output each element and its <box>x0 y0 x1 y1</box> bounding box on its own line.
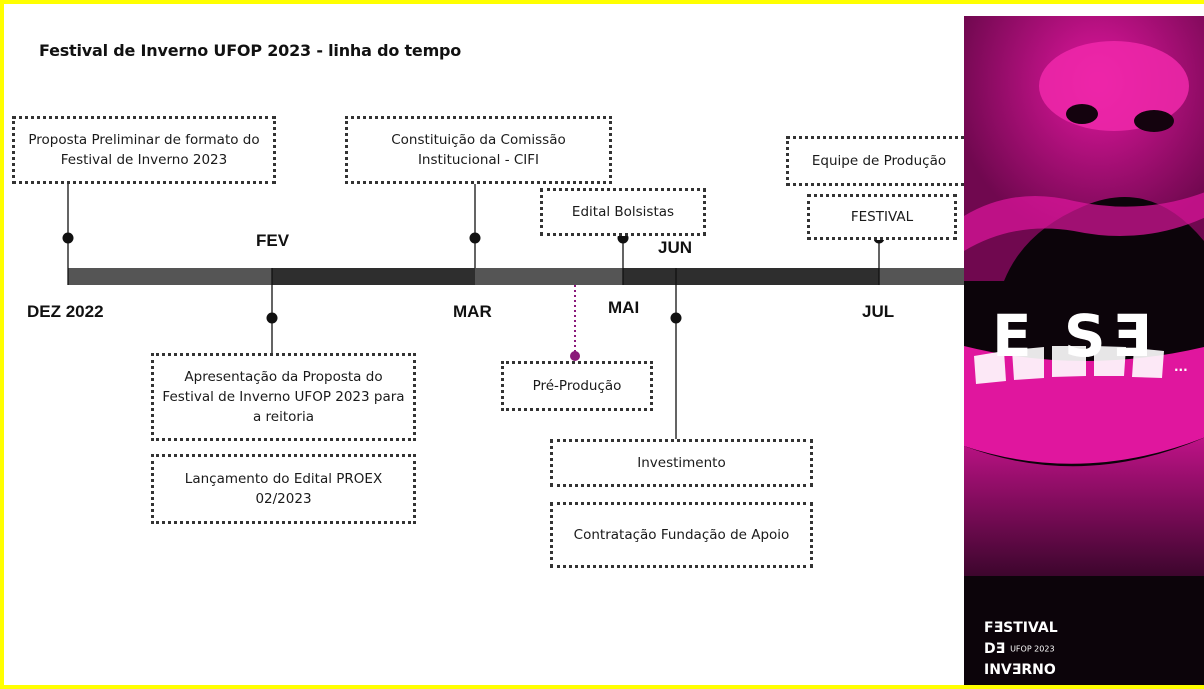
month-label-jul: JUL <box>862 302 895 321</box>
timeline-segment-fev-mar <box>272 268 475 285</box>
month-label-fev: FEV <box>256 231 290 250</box>
event-lancamento-edital: Lançamento do Edital PROEX 02/2023 <box>151 454 416 524</box>
timeline-segment-mai-jun <box>623 268 676 285</box>
poster-brand-line-1: FƎSTIVAL <box>984 620 1058 636</box>
poster-brand-line-3: INVƎRNO <box>984 662 1056 678</box>
marker-investimento <box>670 312 682 324</box>
timeline-segment-mar-mai <box>475 268 623 285</box>
timeline-segment-jun-jul <box>676 268 879 285</box>
month-label-mar: MAR <box>453 302 492 321</box>
festival-poster: E SƎ ... FƎSTIVAL DƎ UFOP 2023 INVƎRNO <box>964 16 1204 685</box>
marker-apresentacao <box>266 312 278 324</box>
event-edital-bolsistas: Edital Bolsistas <box>540 188 706 236</box>
event-contratacao-fundacao: Contratação Fundação de Apoio <box>550 502 813 568</box>
timeline-segment-dez-fev <box>68 268 272 285</box>
event-proposta-preliminar: Proposta Preliminar de formato do Festiv… <box>12 116 276 184</box>
event-pre-producao: Pré-Produção <box>501 361 653 411</box>
marker-proposta <box>62 232 74 244</box>
poster-brand-line-2: DƎ UFOP 2023 <box>984 641 1055 657</box>
slide-title: Festival de Inverno UFOP 2023 - linha do… <box>39 41 462 60</box>
marker-comissao <box>469 232 481 244</box>
month-label-jun: JUN <box>658 238 693 257</box>
poster-brand-ufop: UFOP 2023 <box>1010 644 1055 654</box>
event-apresentacao-proposta: Apresentação da Proposta do Festival de … <box>151 353 416 441</box>
month-label-mai: MAI <box>608 298 640 317</box>
event-equipe-producao: Equipe de Produção <box>786 136 972 186</box>
month-label-dez-2022: DEZ 2022 <box>27 302 104 321</box>
event-festival: FESTIVAL <box>807 194 957 240</box>
poster-brand-de: DƎ <box>984 641 1006 657</box>
event-investimento: Investimento <box>550 439 813 487</box>
poster-face-illustration <box>964 16 1204 685</box>
event-constituicao-comissao: Constituição da Comissão Institucional -… <box>345 116 612 184</box>
marker-pre-producao <box>570 351 580 361</box>
poster-ellipsis: ... <box>1174 360 1188 374</box>
poster-headline: E SƎ <box>992 302 1158 370</box>
